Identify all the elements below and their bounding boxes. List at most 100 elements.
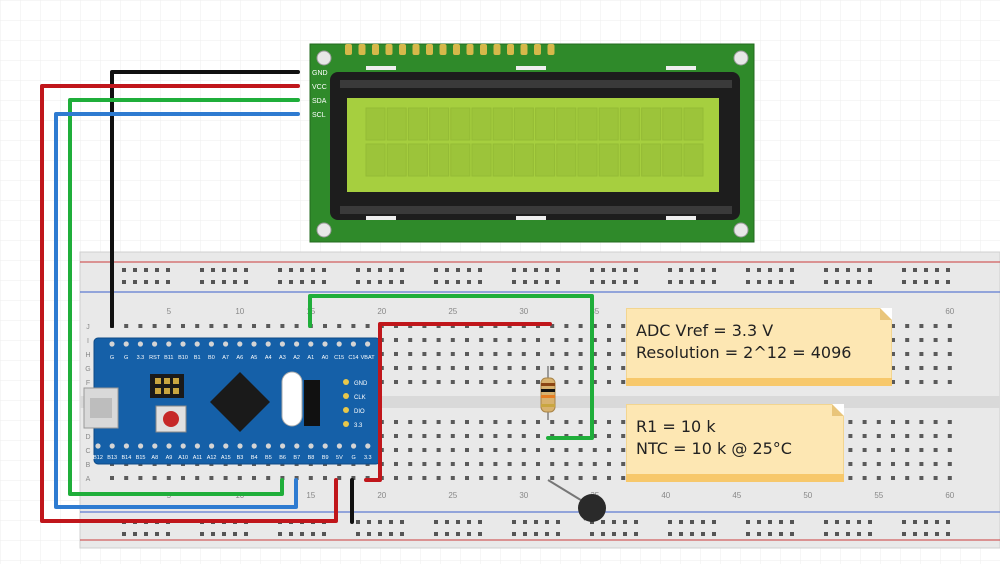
board-pin-label: B0 (208, 355, 215, 361)
board-pin (109, 443, 115, 449)
rail-hole (166, 280, 170, 284)
rail-hole (378, 520, 382, 524)
board-pin (95, 443, 101, 449)
rail-hole (924, 532, 928, 536)
rail-hole (389, 532, 393, 536)
hole (479, 338, 484, 342)
wire-adc-green (308, 294, 594, 440)
rail-hole (824, 268, 828, 272)
rail-hole (902, 268, 906, 272)
hole (181, 324, 185, 328)
board-pin-label: A1 (307, 355, 314, 361)
rail-hole (601, 268, 605, 272)
rail-hole (623, 520, 627, 524)
hole (138, 476, 143, 480)
hole (933, 462, 938, 466)
resistor-r1 (540, 366, 556, 420)
hole (905, 476, 910, 480)
swd-dio-label: DIO (354, 409, 365, 415)
board-pin-label: A5 (251, 355, 258, 361)
rail-hole (790, 280, 794, 284)
hole (181, 476, 185, 480)
lcd-pin-vcc-label: VCC (312, 84, 327, 91)
lcd-header-pad (372, 44, 379, 55)
rail-hole (367, 520, 371, 524)
rail-hole (289, 280, 293, 284)
rail-hole (946, 520, 950, 524)
hole (592, 352, 597, 356)
hole (436, 338, 441, 342)
lcd-cell (386, 143, 407, 177)
rail-hole (155, 532, 159, 536)
hole (422, 366, 427, 370)
note-adc: ADC Vref = 3.3 V Resolution = 2^12 = 409… (626, 308, 892, 386)
hole (919, 380, 924, 384)
board-pin (365, 443, 371, 449)
lcd-cell (513, 143, 534, 177)
rail-hole (757, 268, 761, 272)
hole (479, 420, 484, 424)
hole (365, 324, 370, 328)
lcd-cell (556, 143, 577, 177)
hole (394, 448, 398, 452)
board-pin (294, 443, 300, 449)
hole (919, 324, 924, 328)
rail-hole (623, 280, 627, 284)
rail-hole (545, 268, 549, 272)
hole (166, 476, 171, 480)
mcu-chip (210, 372, 270, 432)
hole (578, 338, 583, 342)
hole (521, 338, 526, 342)
hole (621, 420, 626, 424)
hole (124, 476, 129, 480)
rail-hole (623, 532, 627, 536)
rail-hole (534, 280, 538, 284)
hole (479, 476, 484, 480)
hole (479, 434, 484, 438)
board-pin-label: A8 (151, 455, 158, 461)
rail-hole (712, 520, 716, 524)
rail-hole (690, 268, 694, 272)
lcd-cell (556, 107, 577, 141)
rail-hole (456, 520, 460, 524)
rail-hole (311, 268, 315, 272)
hole (947, 338, 952, 342)
board-pin (308, 443, 314, 449)
hole (621, 366, 626, 370)
hole (408, 434, 413, 438)
hole (408, 448, 413, 452)
hole (209, 476, 214, 480)
rail-hole (467, 532, 471, 536)
rail-hole (289, 268, 293, 272)
rail-hole (222, 280, 226, 284)
hole (578, 352, 583, 356)
hole (408, 338, 413, 342)
board-pin (237, 443, 243, 449)
column-number: 10 (235, 307, 244, 316)
lcd-cell (429, 107, 450, 141)
note-adc-line2: Resolution = 2^12 = 4096 (636, 343, 852, 362)
rail-hole (768, 532, 772, 536)
hole (266, 324, 271, 328)
hole (607, 380, 611, 384)
lcd-header-pad (399, 44, 406, 55)
rail-hole (200, 268, 204, 272)
rail-hole (712, 280, 716, 284)
hole (564, 462, 569, 466)
board-pin-label: A6 (236, 355, 243, 361)
hole (919, 476, 924, 480)
rail-hole (155, 268, 159, 272)
hole (422, 352, 427, 356)
rail-hole (534, 520, 538, 524)
rail-hole (690, 280, 694, 284)
hole (891, 462, 895, 466)
rail-hole (857, 268, 861, 272)
board-pin (166, 443, 172, 449)
rail-hole (913, 532, 917, 536)
rail-hole (757, 532, 761, 536)
hole (493, 380, 498, 384)
hole (337, 324, 342, 328)
note-r1-line: R1 = 10 k (636, 417, 716, 436)
hole (891, 420, 895, 424)
wire-gnd-black (110, 70, 300, 328)
